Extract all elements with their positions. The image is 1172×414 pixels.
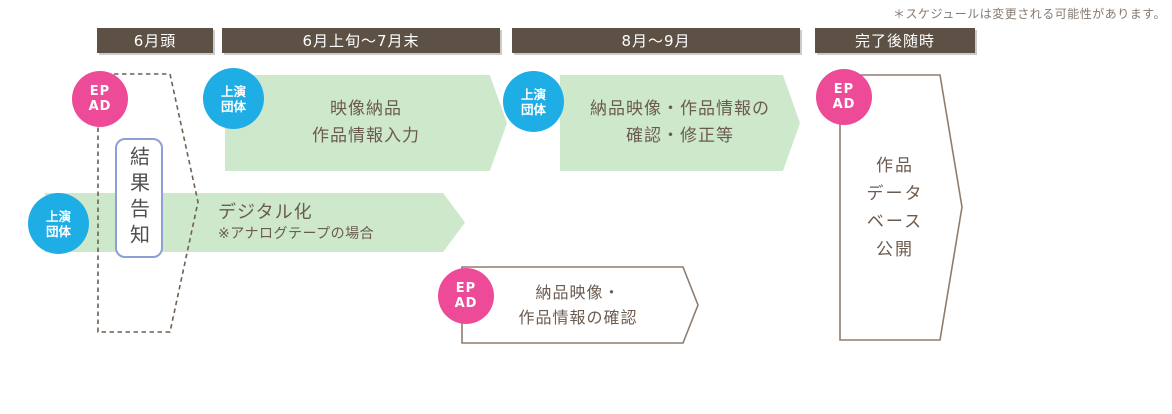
group-badge-line2: 団体 [220, 98, 246, 114]
group-badge-line1: 上演 [520, 86, 546, 102]
video-delivery-arrow: 映像納品 作品情報入力 [225, 75, 507, 171]
timeline-header-label: 完了後随時 [854, 32, 935, 50]
group-badge-line2: 団体 [45, 223, 71, 239]
epad-badge-line1: EP [455, 281, 477, 296]
epad-badge-line2: AD [454, 296, 478, 311]
epad-badge-line2: AD [832, 97, 856, 112]
group-badge-line2: 団体 [520, 101, 546, 117]
result-notice-label: 結果告知 [126, 146, 151, 250]
group-badge-line1: 上演 [45, 208, 71, 224]
selection-period-dashed-outline [97, 73, 199, 333]
epad-badge-line1: EP [833, 82, 855, 97]
timeline-header-june-start: 6月頭 [97, 28, 213, 53]
database-line2: データ [866, 184, 924, 204]
digitize-line1: デジタル化 [218, 202, 313, 223]
epad-badge: EP AD [816, 69, 872, 125]
timeline-header-june-july: 6月上旬～7月末 [222, 28, 500, 53]
performance-group-badge: 上演 団体 [28, 193, 89, 254]
video-delivery-line1: 映像納品 [330, 99, 402, 119]
check-fix-line1: 納品映像・作品情報の [590, 99, 770, 119]
database-publish-step: 作品 データ ベース 公開 [845, 75, 945, 341]
database-line1: 作品 [876, 156, 914, 176]
timeline-header-label: 8月～9月 [621, 32, 691, 50]
check-fix-line2: 確認・修正等 [626, 126, 734, 146]
epad-badge: EP AD [72, 71, 128, 127]
schedule-change-note: ＊スケジュールは変更される可能性があります。 [893, 7, 1166, 21]
performance-group-badge: 上演 団体 [203, 68, 264, 129]
delivery-check-line2: 作品情報の確認 [518, 308, 638, 327]
delivery-check-arrow-outline [461, 266, 699, 344]
result-notice-box: 結果告知 [115, 138, 163, 258]
epad-badge: EP AD [438, 268, 494, 324]
timeline-header-label: 6月上旬～7月末 [302, 32, 420, 50]
timeline-header-after-completion: 完了後随時 [815, 28, 975, 53]
delivery-check-arrow: 納品映像・ 作品情報の確認 [478, 266, 678, 344]
timeline-header-label: 6月頭 [133, 32, 177, 50]
check-fix-arrow: 納品映像・作品情報の 確認・修正等 [560, 75, 800, 171]
performance-group-badge: 上演 団体 [503, 71, 564, 132]
group-badge-line1: 上演 [220, 83, 246, 99]
database-publish-chevron-outline [839, 74, 963, 341]
video-delivery-line2: 作品情報入力 [312, 126, 420, 146]
digitize-line2: ※アナログテープの場合 [218, 226, 375, 242]
timeline-header-aug-sep: 8月～9月 [512, 28, 800, 53]
epad-badge-line2: AD [88, 99, 112, 114]
database-line3: ベース [866, 212, 924, 232]
delivery-check-line1: 納品映像・ [535, 283, 621, 302]
database-line4: 公開 [876, 240, 914, 260]
epad-badge-line1: EP [89, 84, 111, 99]
